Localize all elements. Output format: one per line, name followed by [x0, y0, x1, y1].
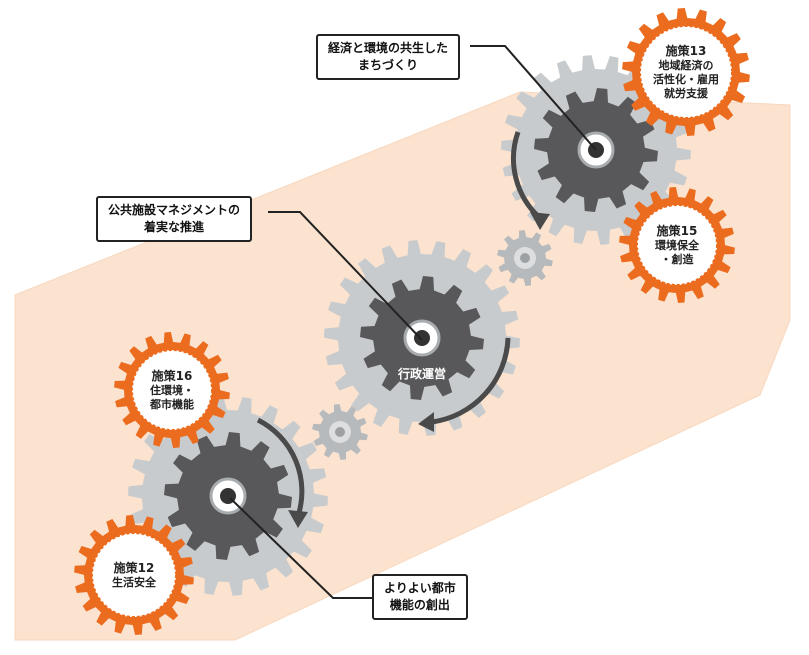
callout-bottom-line1: よりよい都市 [384, 581, 456, 595]
badge-13-line-1: 施策13 [666, 43, 707, 58]
leader-line-middle [268, 211, 423, 341]
gear-small-2-hub [335, 427, 345, 437]
callout-bottom-line2: 機能の創出 [389, 598, 450, 612]
rotation-arrow-bottom-left-head [288, 510, 308, 528]
gear-small-1-hub [520, 253, 530, 263]
callout-top: 経済と環境の共生した まちづくり [316, 34, 461, 80]
center-gear-label: 行政運営 [397, 366, 446, 381]
badge-13-inner [639, 25, 733, 119]
small-gear-lower [312, 404, 368, 460]
rotation-arrow-center-head [418, 412, 434, 432]
badge-16-line-2: 住環境・ [150, 383, 194, 397]
badge-12-inner [91, 532, 177, 618]
badge-15-inner [636, 204, 718, 286]
badge-13-line-3: 活性化・雇用 [653, 72, 719, 86]
badge-16-line-1: 施策16 [152, 368, 193, 383]
badge-12-line-1: 施策12 [114, 560, 155, 575]
badge-13-line-4: 就労支援 [664, 86, 709, 100]
gear-center-hub-center [414, 330, 430, 346]
badge-13-line-2: 地域経済の [659, 58, 714, 72]
badge-16-inner [131, 349, 213, 431]
rotation-arrow-top-right-head [530, 212, 550, 230]
rotation-arrow-center [431, 337, 511, 425]
callout-middle-line1: 公共施設マネジメントの [108, 203, 241, 217]
callout-bottom: よりよい都市 機能の創出 [372, 574, 468, 620]
rotation-arrow-bottom-left [256, 417, 305, 517]
small-gear-upper [497, 230, 553, 286]
badge-15-line-2: 環境保全 [655, 238, 700, 252]
leader-line-bottom [229, 497, 375, 599]
callout-top-line1: 経済と環境の共生した [328, 41, 449, 55]
badge-16-line-3: 都市機能 [149, 397, 194, 411]
badge-15-line-1: 施策15 [657, 223, 698, 238]
callout-top-line2: まちづくり [358, 58, 419, 72]
badge-12-line-2: 生活安全 [112, 575, 157, 589]
leader-line-top [470, 45, 597, 151]
badge-15-line-3: ・創造 [661, 252, 695, 266]
rotation-arrow-top-right [511, 131, 542, 220]
callout-middle-line2: 着実な推進 [144, 220, 205, 234]
callout-middle: 公共施設マネジメントの 着実な推進 [96, 196, 253, 242]
